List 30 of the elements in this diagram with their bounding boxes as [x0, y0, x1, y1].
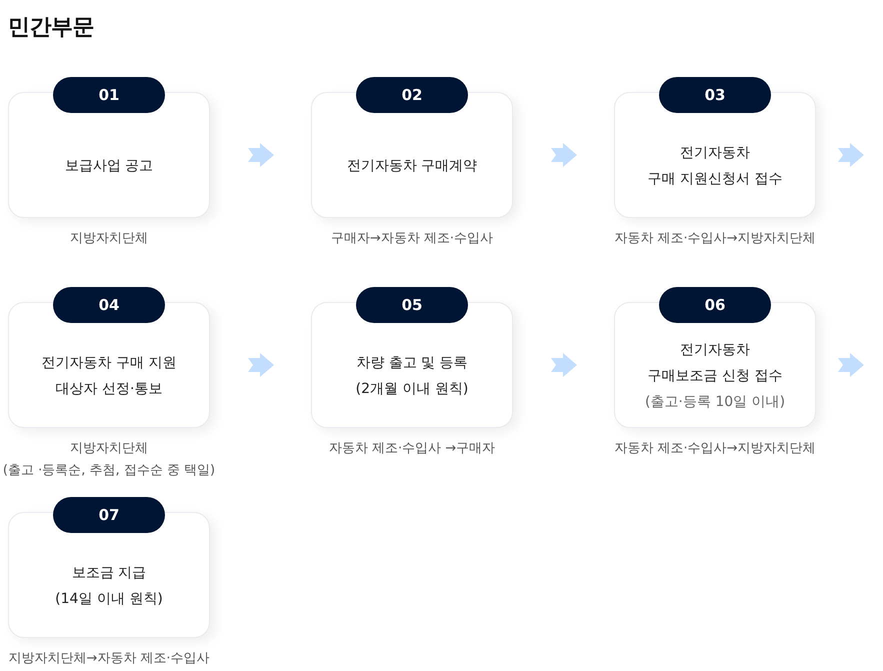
step-number-badge: 07 — [53, 497, 165, 533]
step-text: 전기자동차 구매 지원 대상자 선정·통보 — [42, 354, 176, 398]
arrow — [551, 143, 577, 167]
step-note: (출고·등록 10일 이내) — [644, 392, 786, 412]
step-caption: 지방자치단체 — [70, 230, 148, 248]
arrow — [838, 353, 864, 377]
step-caption: 구매자→자동차 제조·수입사 — [330, 230, 494, 248]
step-caption: 지방자치단체 — [70, 440, 148, 458]
step-caption: (출고 ·등록순, 추첨, 접수순 중 택일) — [2, 462, 216, 480]
step-text: 보급사업 공고 — [64, 156, 154, 176]
step-text: 전기자동차 구매계약 — [346, 156, 478, 176]
step-number-badge: 06 — [659, 287, 771, 323]
arrow — [551, 353, 577, 377]
arrow — [838, 143, 864, 167]
step-text: 전기자동차 구매 지원신청서 접수 — [648, 144, 782, 188]
step-number-badge: 05 — [356, 287, 468, 323]
step-caption: 자동차 제조·수입사→지방자치단체 — [614, 230, 816, 248]
arrow — [248, 353, 274, 377]
page-title: 민간부문 — [8, 14, 94, 42]
step-number-badge: 03 — [659, 77, 771, 113]
arrow — [248, 143, 274, 167]
step-number-badge: 04 — [53, 287, 165, 323]
step-number-badge: 02 — [356, 77, 468, 113]
step-text: 차량 출고 및 등록 (2개월 이내 원칙) — [356, 354, 468, 398]
step-caption: 자동차 제조·수입사→지방자치단체 — [614, 440, 816, 458]
step-caption: 자동차 제조·수입사 →구매자 — [328, 440, 496, 458]
step-number-badge: 01 — [53, 77, 165, 113]
step-text: 전기자동차 구매보조금 신청 접수 — [648, 340, 782, 386]
step-caption: 지방자치단체→자동차 제조·수입사 — [8, 650, 210, 668]
step-text: 보조금 지급 (14일 이내 원칙) — [55, 564, 163, 608]
